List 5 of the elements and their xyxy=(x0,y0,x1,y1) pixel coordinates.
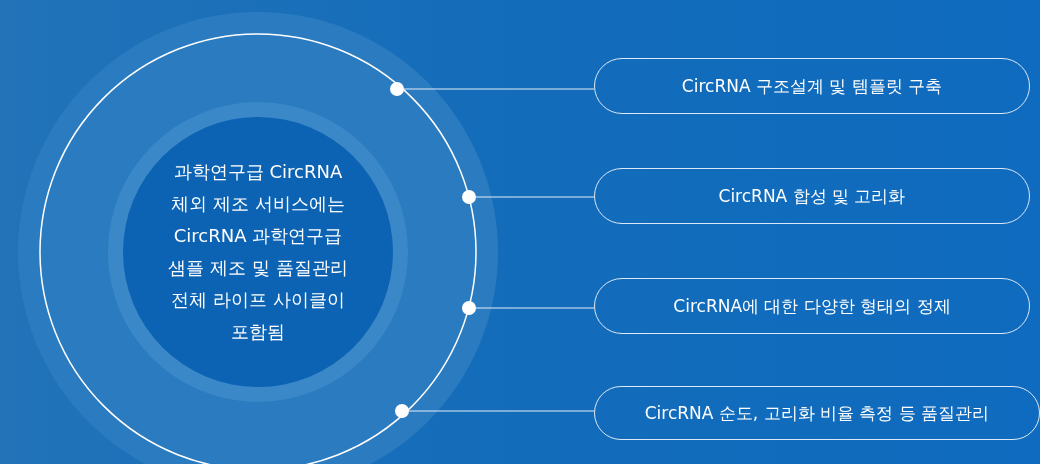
connector-line xyxy=(403,88,595,90)
connector-line xyxy=(475,196,595,198)
connector-line xyxy=(408,410,595,412)
description-text: 과학연구급 CircRNA 체외 제조 서비스에는CircRNA 과학연구급 샘플 제조 및 품질관리 전체 라이프 사이클이 포함됨 xyxy=(167,160,349,344)
connector-line xyxy=(475,307,595,309)
